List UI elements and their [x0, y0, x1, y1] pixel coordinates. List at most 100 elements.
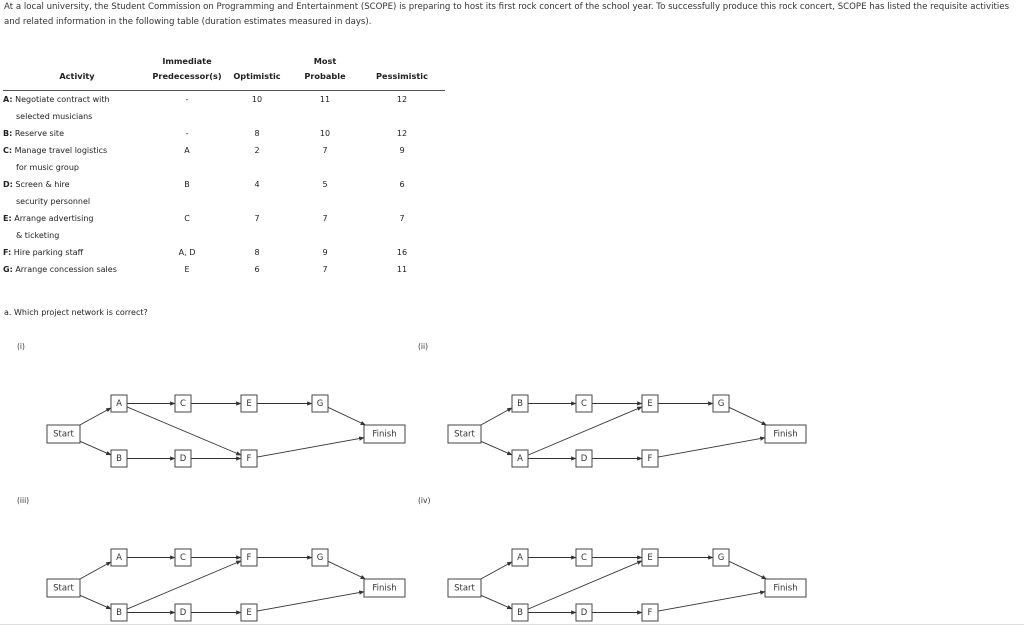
most-probable-cell: 11: [319, 95, 331, 104]
network-node: B: [511, 394, 529, 413]
activity-code: D:: [3, 180, 13, 189]
activity-cell: F: Hire parking staff: [3, 244, 151, 261]
node-label: A: [517, 454, 523, 464]
question-a: a. Which project network is correct?: [4, 308, 148, 317]
activity-name-cont: & ticketing: [16, 231, 60, 240]
node-box: [311, 394, 329, 413]
activity-name: Reserve site: [14, 129, 64, 138]
network-arrow: [327, 560, 366, 580]
network-node: Start: [447, 578, 482, 598]
node-label: F: [247, 553, 252, 563]
node-box: [311, 548, 329, 567]
node-box: [174, 394, 192, 413]
network-node: D: [575, 603, 593, 622]
network-arrow: [480, 594, 513, 610]
network-label-ii: (ii): [418, 342, 429, 351]
network-node: F: [641, 449, 659, 468]
node-label: E: [647, 399, 652, 409]
activity-name: Arrange advertising: [14, 214, 94, 223]
network-node: B: [511, 603, 529, 622]
network-node: Finish: [764, 424, 807, 444]
network-arrow: [728, 406, 767, 426]
optimistic-cell: 6: [254, 265, 260, 274]
node-label: G: [718, 553, 725, 563]
node-label: B: [517, 608, 523, 618]
activity-cell: A: Negotiate contract with: [3, 91, 151, 109]
pessimistic-cell: 12: [396, 95, 408, 104]
network-node: Start: [46, 424, 81, 444]
node-box: [575, 394, 593, 413]
node-label: D: [581, 454, 588, 464]
network-node: D: [174, 449, 192, 468]
node-label: B: [116, 454, 122, 464]
table-row-continuation: for music group: [3, 159, 445, 176]
node-box: [764, 578, 807, 598]
node-box: [110, 449, 128, 468]
network-node: A: [110, 394, 128, 413]
node-label: B: [116, 608, 122, 618]
network-arrow: [657, 590, 766, 612]
predecessor-cell: A: [184, 146, 190, 155]
network-node: C: [575, 394, 593, 413]
activity-name: Screen & hire: [15, 180, 70, 189]
predecessor-cell: -: [185, 95, 189, 104]
node-box: [712, 548, 730, 567]
network-node: Start: [447, 424, 482, 444]
pessimistic-cell: 11: [396, 265, 408, 274]
page-divider: [0, 624, 1024, 625]
activity-code: C:: [3, 146, 13, 155]
node-box: [46, 578, 81, 598]
node-label: E: [246, 608, 251, 618]
node-label: D: [581, 608, 588, 618]
activity-code: A:: [3, 95, 13, 104]
network-arrow: [79, 407, 112, 426]
node-label: Finish: [372, 584, 396, 594]
pessimistic-cell: 16: [396, 248, 408, 257]
activity-cell-cont: security personnel: [3, 193, 151, 210]
network-node: E: [240, 394, 258, 413]
node-label: G: [317, 553, 324, 563]
node-label: F: [648, 608, 653, 618]
network-node: D: [174, 603, 192, 622]
optimistic-cell: 4: [254, 180, 260, 189]
activity-code: G:: [3, 265, 13, 274]
node-box: [575, 449, 593, 468]
col-most-line2: Probable: [304, 71, 346, 81]
node-box: [511, 394, 529, 413]
node-label: D: [180, 454, 187, 464]
activity-cell: G: Arrange concession sales: [3, 261, 151, 278]
network-arrow: [126, 560, 242, 610]
most-probable-cell: 7: [322, 146, 328, 155]
activity-cell-cont: & ticketing: [3, 227, 151, 244]
network-node: C: [174, 548, 192, 567]
predecessor-cell: -: [185, 129, 189, 138]
node-box: [575, 603, 593, 622]
node-box: [447, 578, 482, 598]
activity-cell-cont: for music group: [3, 159, 151, 176]
network-arrow: [527, 406, 643, 456]
predecessor-cell: A, D: [178, 248, 196, 257]
col-activity: Activity: [3, 54, 151, 91]
node-box: [712, 394, 730, 413]
node-label: Start: [53, 584, 74, 594]
node-label: Start: [53, 430, 74, 440]
network-node: E: [641, 394, 659, 413]
pessimistic-cell: 6: [399, 180, 405, 189]
network-node: B: [110, 603, 128, 622]
node-label: G: [317, 399, 324, 409]
predecessor-cell: C: [184, 214, 190, 223]
col-predecessors-line1: Immediate: [162, 56, 212, 66]
most-probable-cell: 10: [319, 129, 331, 138]
most-probable-cell: 7: [322, 265, 328, 274]
col-most-line1: Most: [313, 56, 337, 66]
network-node: E: [240, 603, 258, 622]
network-node: A: [511, 548, 529, 567]
network-node: Finish: [363, 578, 406, 598]
node-label: Start: [454, 430, 475, 440]
node-box: [764, 424, 807, 444]
network-arrow: [657, 436, 766, 458]
